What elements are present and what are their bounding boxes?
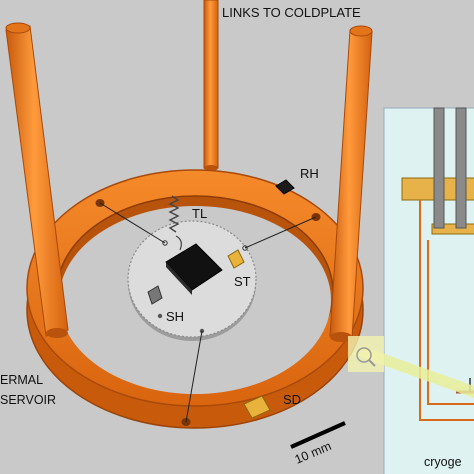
label-cryogen: cryoge	[424, 455, 462, 469]
wire-sd	[185, 330, 203, 423]
sh-sensor	[147, 285, 163, 305]
label-thermal: ERMAL	[0, 373, 43, 387]
cryogen-inset	[383, 107, 474, 474]
wire-tl	[99, 202, 166, 244]
label-sh: SH	[166, 309, 184, 324]
zoom-box	[348, 336, 384, 372]
center-rod-end	[204, 165, 218, 171]
label-tl: TL	[192, 206, 207, 221]
magnifier-icon	[356, 347, 376, 367]
sd-sensor	[243, 395, 271, 419]
st-sensor	[227, 249, 245, 269]
label-sd: SD	[283, 392, 301, 407]
tl-point	[162, 240, 168, 246]
sh-point	[157, 313, 163, 319]
center-link-rod	[203, 0, 219, 169]
left-link-rod	[5, 22, 69, 338]
st-point	[242, 245, 248, 251]
label-reservoir: SERVOIR	[0, 393, 56, 407]
label-rh: RH	[300, 166, 319, 181]
sample-chip	[165, 243, 223, 295]
label-st: ST	[234, 274, 251, 289]
wire-st	[244, 216, 317, 249]
tl-wire	[175, 235, 182, 251]
rh-heater	[275, 179, 295, 195]
spring-icon	[168, 195, 180, 233]
scale-bar	[290, 421, 346, 449]
label-links-to-coldplate: LINKS TO COLDPLATE	[222, 5, 361, 20]
